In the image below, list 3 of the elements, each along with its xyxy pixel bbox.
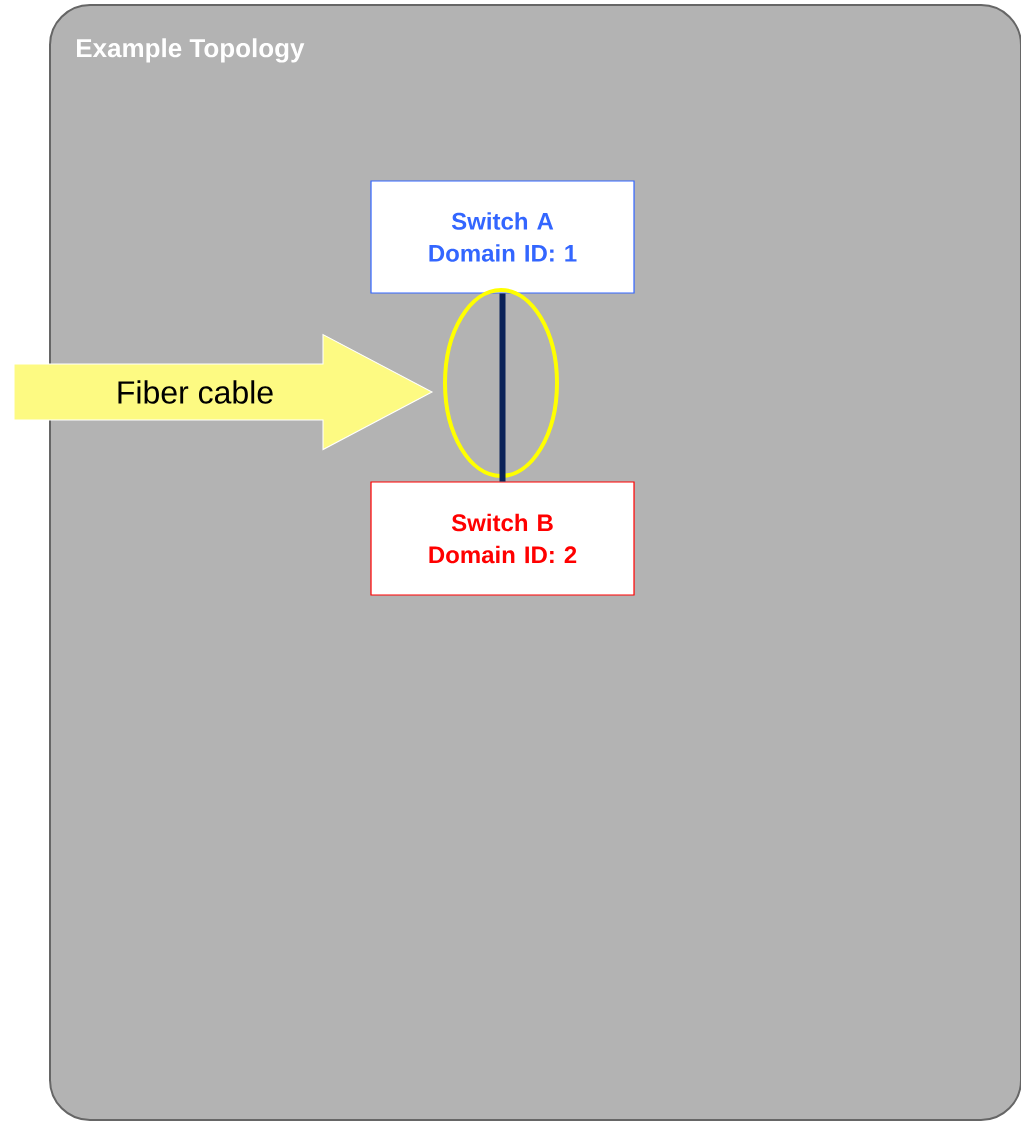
switch-box: Switch A Domain ID: 1 [370, 180, 635, 294]
switch-box: Switch B Domain ID: 2 [370, 481, 635, 596]
panel-title: Example Topology [77, 38, 305, 63]
